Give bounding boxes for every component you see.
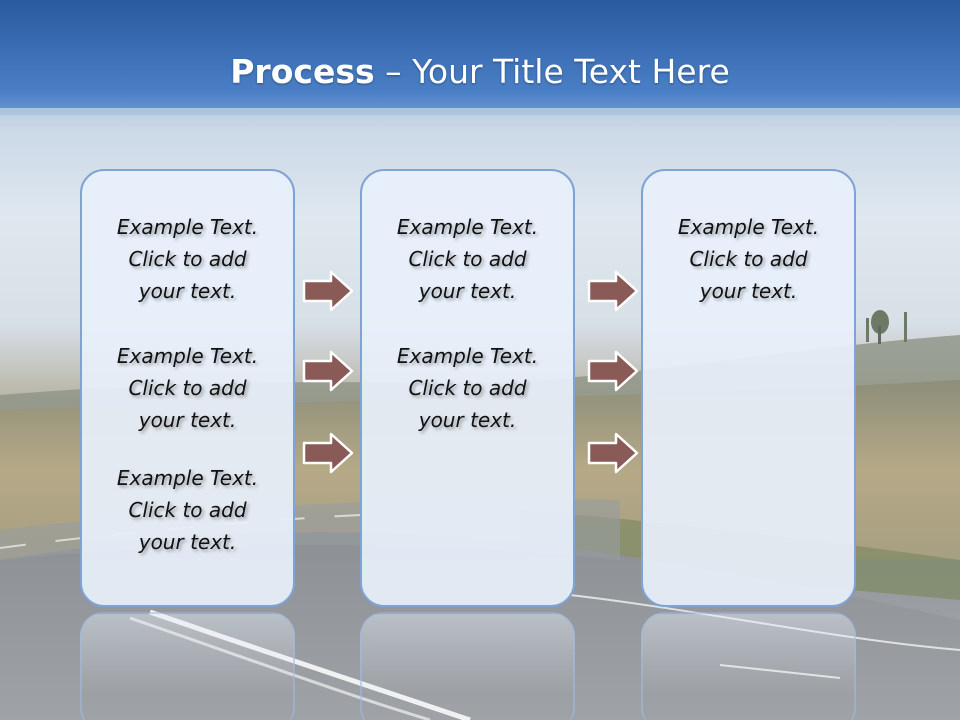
panel-reflection	[80, 612, 295, 720]
title-rest: – Your Title Text Here	[385, 52, 730, 91]
text-line: Example Text.	[116, 215, 259, 239]
text-line: your text.	[418, 408, 517, 432]
text-line: your text.	[138, 530, 237, 554]
process-panel-1[interactable]: Example Text. Click to add your text. Ex…	[80, 169, 295, 607]
text-line: Click to add	[128, 498, 247, 522]
text-line: Click to add	[689, 247, 808, 271]
text-line: Click to add	[408, 247, 527, 271]
text-line: Click to add	[128, 247, 247, 271]
text-line: your text.	[418, 279, 517, 303]
text-line: Example Text.	[116, 466, 259, 490]
process-panel-3[interactable]: Example Text. Click to add your text.	[641, 169, 856, 607]
right-arrow-icon[interactable]	[587, 432, 639, 474]
text-line: Example Text.	[396, 344, 539, 368]
panel-reflection	[641, 612, 856, 720]
text-line: Click to add	[408, 376, 527, 400]
text-line: your text.	[138, 408, 237, 432]
text-line: your text.	[699, 279, 798, 303]
text-block[interactable]: Example Text. Click to add your text.	[82, 340, 293, 436]
text-line: Click to add	[128, 376, 247, 400]
title-bold: Process	[230, 52, 375, 91]
right-arrow-icon[interactable]	[302, 432, 354, 474]
text-line: your text.	[138, 279, 237, 303]
right-arrow-icon[interactable]	[302, 270, 354, 312]
text-line: Example Text.	[116, 344, 259, 368]
text-line: Example Text.	[396, 215, 539, 239]
text-block[interactable]: Example Text. Click to add your text.	[82, 462, 293, 558]
panel-reflection	[360, 612, 575, 720]
text-block[interactable]: Example Text. Click to add your text.	[362, 211, 573, 307]
text-block[interactable]: Example Text. Click to add your text.	[362, 340, 573, 436]
process-panel-2[interactable]: Example Text. Click to add your text. Ex…	[360, 169, 575, 607]
text-block[interactable]: Example Text. Click to add your text.	[643, 211, 854, 307]
right-arrow-icon[interactable]	[587, 270, 639, 312]
slide-title[interactable]: Process – Your Title Text Here	[0, 52, 960, 91]
text-block[interactable]: Example Text. Click to add your text.	[82, 211, 293, 307]
right-arrow-icon[interactable]	[587, 350, 639, 392]
right-arrow-icon[interactable]	[302, 350, 354, 392]
text-line: Example Text.	[677, 215, 820, 239]
